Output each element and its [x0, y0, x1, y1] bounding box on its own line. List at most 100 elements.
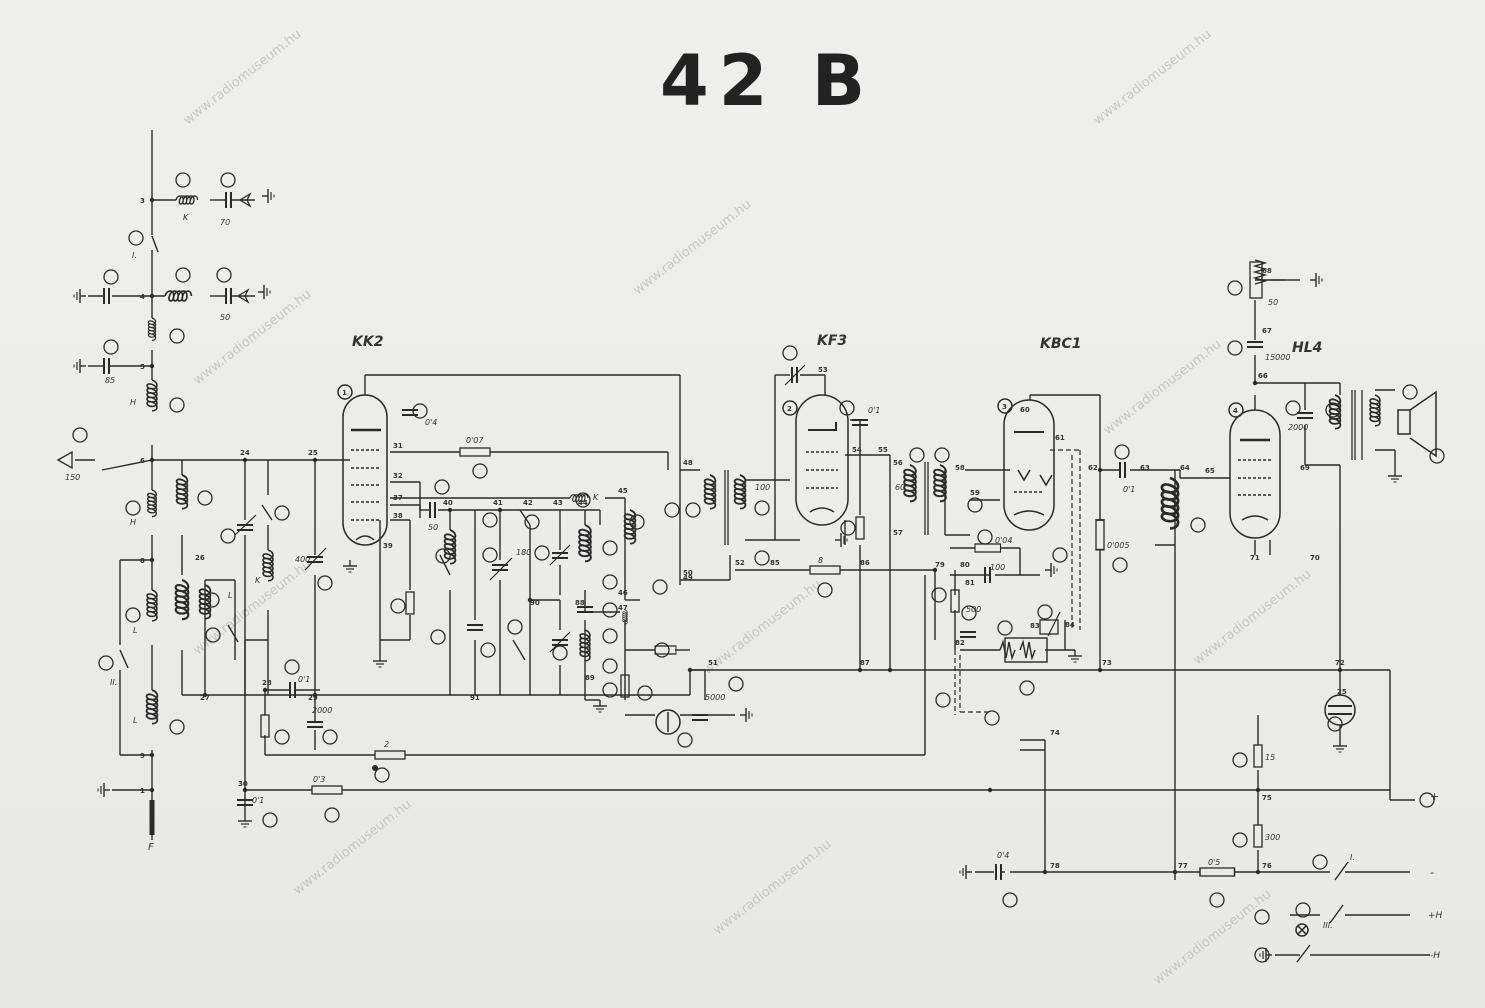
- node-number: 88: [575, 599, 585, 607]
- node-number: 79: [935, 561, 945, 569]
- node-number: 62: [1088, 464, 1098, 472]
- tube-number-circles: 1 2 3 4 25: [337, 384, 1347, 696]
- node-number: 53: [818, 366, 828, 374]
- node-number: 69: [1300, 464, 1310, 472]
- node-number: 55: [878, 446, 888, 454]
- node-number: 78: [1050, 862, 1060, 870]
- node-number: 44: [578, 499, 588, 507]
- tubes: [342, 394, 1356, 937]
- value-label: 0'1: [252, 796, 264, 805]
- screened-wires: [954, 449, 1081, 715]
- node-number: 4: [140, 293, 145, 301]
- node-number: 27: [200, 694, 210, 702]
- wiring: [75, 130, 1430, 963]
- tube-number: 3: [1002, 403, 1007, 411]
- node-number: 42: [523, 499, 533, 507]
- heaters: [999, 637, 1048, 663]
- coil-mark: K: [183, 213, 189, 222]
- tube-number: 2: [787, 405, 792, 413]
- node-number: 71: [1250, 554, 1260, 562]
- node-number: 8: [140, 557, 145, 565]
- node-number: 61: [1055, 434, 1065, 442]
- node-number: 56: [893, 459, 903, 467]
- value-label: 0'04: [995, 536, 1012, 545]
- value-label: 2000: [312, 706, 332, 715]
- value-label: 0'1: [298, 675, 310, 684]
- node-number: 81: [965, 579, 975, 587]
- value-label: 100: [755, 483, 770, 492]
- tube-label-kk2: KK2: [352, 334, 384, 350]
- value-label: 0'1: [868, 406, 880, 415]
- node-number: 48: [683, 459, 693, 467]
- terminal-label: -H: [1430, 951, 1440, 961]
- capacitors: [103, 191, 1314, 881]
- node-number: 85: [770, 559, 780, 567]
- node-number: 84: [1065, 621, 1075, 629]
- node-number: 86: [860, 559, 870, 567]
- value-label: 60: [895, 483, 905, 492]
- terminals: [56, 192, 252, 835]
- switch-label: II.: [110, 678, 117, 687]
- node-number: 58: [955, 464, 965, 472]
- node-number: 30: [238, 780, 248, 788]
- node-number: 41: [493, 499, 503, 507]
- node-number: 51: [708, 659, 718, 667]
- value-label: 5000: [705, 693, 725, 702]
- node-number: 45: [618, 487, 628, 495]
- coil-marks: K H H L L K L K: [130, 213, 599, 725]
- value-label: 50: [220, 313, 230, 322]
- tube-label-hl4: HL4: [1292, 340, 1323, 356]
- value-label: 8: [818, 556, 823, 565]
- value-label: 15: [1265, 753, 1275, 762]
- value-label: 0'5: [1208, 858, 1220, 867]
- node-number: 82: [955, 639, 965, 647]
- node-number: 26: [195, 554, 205, 562]
- node-number: 54: [852, 446, 862, 454]
- node-number: 3: [140, 197, 145, 205]
- coil-mark: L: [133, 716, 137, 725]
- node-number: 65: [1205, 467, 1215, 475]
- value-label: 180: [516, 548, 531, 557]
- node-number: 40: [443, 499, 453, 507]
- node-number: 68: [1262, 267, 1272, 275]
- node-number: 28: [262, 679, 272, 687]
- node-number: 25: [308, 449, 318, 457]
- value-label: 15000: [1265, 353, 1290, 362]
- switch-label: III.: [1323, 921, 1333, 930]
- node-number: 9: [140, 752, 145, 760]
- coils: [145, 195, 1381, 725]
- node-number: 29: [308, 694, 318, 702]
- value-label: 50: [1268, 298, 1278, 307]
- node-number: 73: [1102, 659, 1112, 667]
- node-number: 67: [1262, 327, 1272, 335]
- coil-mark: K: [255, 576, 261, 585]
- tube-number: 4: [1233, 407, 1238, 415]
- node-number: 46: [618, 589, 628, 597]
- node-number: 80: [960, 561, 970, 569]
- coil-mark: H: [130, 398, 136, 407]
- node-number: 90: [530, 599, 540, 607]
- terminal-label: +H: [1428, 911, 1443, 921]
- coil-mark: H: [130, 518, 136, 527]
- node-number: 24: [240, 449, 250, 457]
- node-number: 31: [393, 442, 403, 450]
- diagram-title: 42 B: [660, 40, 876, 122]
- node-number: 64: [1180, 464, 1190, 472]
- resistors: [260, 259, 1285, 877]
- node-number: 49: [683, 574, 693, 582]
- node-number: 52: [735, 559, 745, 567]
- value-label: 500: [966, 605, 981, 614]
- node-number: 91: [470, 694, 480, 702]
- node-number: 50: [683, 569, 693, 577]
- value-label: 0'1: [1123, 485, 1135, 494]
- node-number: 66: [1258, 372, 1268, 380]
- value-label: 0'4: [997, 851, 1009, 860]
- terminal-labels: F + - +H -H: [148, 790, 1443, 961]
- node-number: 60: [1020, 406, 1030, 414]
- tube-number: 25: [1337, 688, 1347, 696]
- node-number: 89: [585, 674, 595, 682]
- node-number: 32: [393, 472, 403, 480]
- terminal-label: F: [148, 842, 154, 853]
- node-number: 5: [140, 363, 145, 371]
